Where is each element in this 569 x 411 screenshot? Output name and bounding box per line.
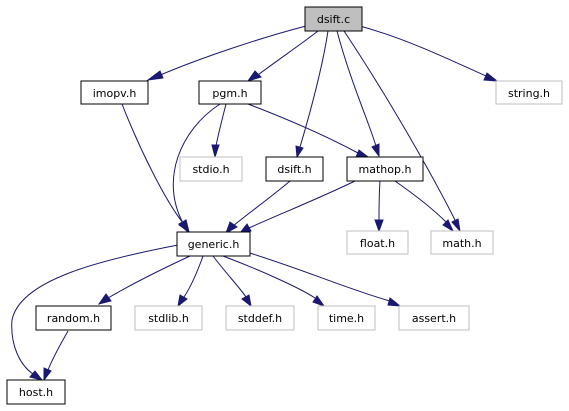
node-host-h[interactable]: host.h (6, 379, 66, 405)
edge-random-h-to-host-h (43, 330, 69, 382)
node-imopv-h-label: imopv.h (93, 87, 137, 100)
node-math-h-label: math.h (442, 237, 481, 250)
node-generic-h[interactable]: generic.h (176, 231, 251, 257)
node-stdlib-h-label: stdlib.h (148, 312, 189, 325)
edge-dsift-c-to-pgm-h (246, 30, 319, 82)
node-stdlib-h[interactable]: stdlib.h (134, 305, 203, 331)
edges (11, 25, 499, 382)
node-dsift-h[interactable]: dsift.h (265, 156, 324, 182)
edge-dsift-c-to-dsift-h (295, 30, 329, 159)
node-stdio-h-box (179, 156, 243, 182)
node-float-h-label: float.h (360, 237, 395, 250)
node-mathop-h[interactable]: mathop.h (346, 156, 424, 182)
node-stdlib-h-box (134, 305, 203, 331)
edge-dsift-c-to-string-h (359, 25, 499, 82)
edge-dsift-c-to-imopv-h (146, 25, 307, 81)
node-float-h[interactable]: float.h (346, 230, 409, 255)
node-time-h-box (317, 305, 376, 331)
node-generic-h-label: generic.h (188, 238, 240, 251)
edge-imopv-h-to-generic-h (121, 103, 190, 234)
node-time-h-label: time.h (329, 312, 364, 325)
edge-dsift-c-to-math-h (343, 30, 461, 233)
edge-dsift-c-to-mathop-h (336, 30, 380, 158)
node-float-h-box (346, 230, 409, 255)
node-string-h-box (495, 80, 563, 105)
node-stddef-h-label: stddef.h (238, 312, 282, 325)
edge-dsift-h-to-generic-h (225, 180, 291, 235)
node-assert-h-label: assert.h (412, 312, 456, 325)
node-dsift-h-label: dsift.h (277, 163, 311, 176)
node-string-h-label: string.h (508, 87, 550, 100)
edge-generic-h-to-assert-h (239, 249, 402, 307)
node-random-h-box (35, 305, 112, 331)
edge-generic-h-to-stddef-h (212, 255, 252, 308)
node-pgm-h[interactable]: pgm.h (198, 80, 262, 105)
node-math-h[interactable]: math.h (430, 230, 494, 255)
node-pgm-h-label: pgm.h (212, 87, 247, 100)
node-stddef-h[interactable]: stddef.h (225, 305, 295, 331)
node-dsift-c-box (304, 6, 363, 32)
edge-mathop-h-to-math-h (394, 180, 455, 233)
edge-mathop-h-to-float-h (374, 180, 384, 233)
node-imopv-h[interactable]: imopv.h (80, 80, 149, 105)
edge-pgm-h-to-generic-h (172, 103, 221, 234)
node-mathop-h-label: mathop.h (359, 163, 412, 176)
node-assert-h[interactable]: assert.h (398, 305, 470, 331)
node-random-h[interactable]: random.h (35, 305, 112, 331)
nodes: dsift.c imopv.h pgm.h string.h stdio.h d… (6, 6, 563, 405)
node-host-h-box (6, 379, 66, 405)
node-generic-h-box (176, 231, 251, 257)
node-pgm-h-box (198, 80, 262, 105)
node-dsift-c-label: dsift.c (317, 13, 350, 26)
node-mathop-h-box (346, 156, 424, 182)
node-stdio-h[interactable]: stdio.h (179, 156, 243, 182)
node-imopv-h-box (80, 80, 149, 105)
node-dsift-c[interactable]: dsift.c (304, 6, 363, 32)
node-string-h[interactable]: string.h (495, 80, 563, 105)
node-host-h-label: host.h (19, 386, 53, 399)
edge-generic-h-to-time-h (222, 255, 326, 308)
edge-pgm-h-to-mathop-h (247, 103, 370, 158)
edge-generic-h-to-stdlib-h (177, 255, 204, 308)
edge-generic-h-to-random-h (97, 255, 191, 305)
node-dsift-h-box (265, 156, 324, 182)
node-time-h[interactable]: time.h (317, 305, 376, 331)
node-random-h-label: random.h (47, 312, 100, 325)
node-stdio-h-label: stdio.h (192, 163, 229, 176)
node-assert-h-box (398, 305, 470, 331)
edge-pgm-h-to-stdio-h (211, 103, 227, 159)
node-stddef-h-box (225, 305, 295, 331)
edge-generic-h-to-host-h (11, 244, 179, 381)
node-math-h-box (430, 230, 494, 255)
